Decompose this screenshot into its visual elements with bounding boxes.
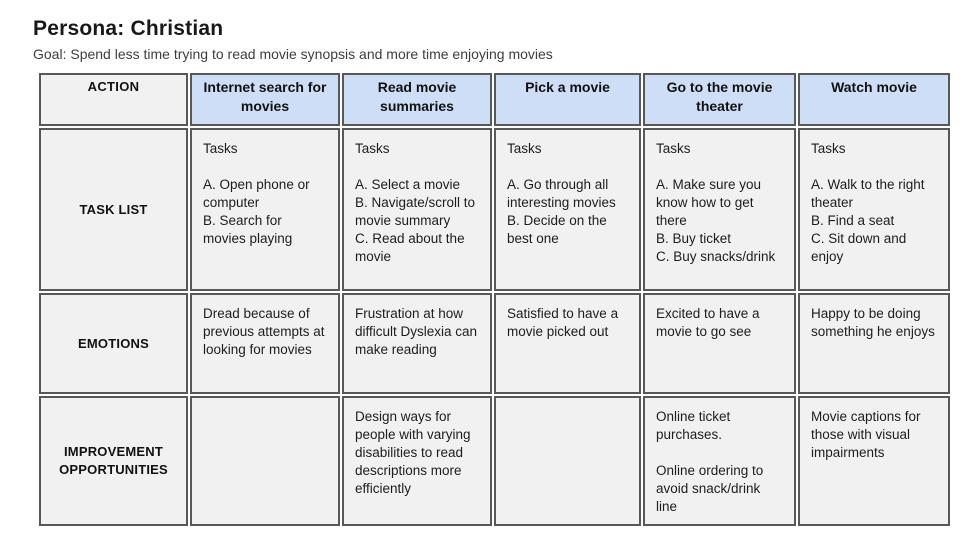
table-cell: Satisfied to have a movie picked out: [494, 293, 641, 394]
table-cell: Online ticket purchases. Online ordering…: [643, 396, 796, 526]
row-label: IMPROVEMENT OPPORTUNITIES: [39, 396, 188, 526]
column-header: Watch movie: [798, 73, 950, 126]
table-cell: [190, 396, 340, 526]
table-cell: Tasks A. Select a movie B. Navigate/scro…: [342, 128, 492, 291]
table-cell: Dread because of previous attempts at lo…: [190, 293, 340, 394]
table-cell: Frustration at how difficult Dyslexia ca…: [342, 293, 492, 394]
table-cell: Happy to be doing something he enjoys: [798, 293, 950, 394]
row-label: EMOTIONS: [39, 293, 188, 394]
column-header: Internet search for movies: [190, 73, 340, 126]
table-row: IMPROVEMENT OPPORTUNITIES Design ways for…: [39, 396, 950, 526]
table-cell: Design ways for people with varying disa…: [342, 396, 492, 526]
row-label: TASK LIST: [39, 128, 188, 291]
corner-cell-action: ACTION: [39, 73, 188, 126]
column-header: Pick a movie: [494, 73, 641, 126]
table-cell: Excited to have a movie to go see: [643, 293, 796, 394]
table-cell: Tasks A. Open phone or computer B. Searc…: [190, 128, 340, 291]
page-title: Persona: Christian: [33, 17, 224, 40]
table-cell: [494, 396, 641, 526]
column-header: Read movie summaries: [342, 73, 492, 126]
table-cell: Tasks A. Walk to the right theater B. Fi…: [798, 128, 950, 291]
table-cell: Tasks A. Go through all interesting movi…: [494, 128, 641, 291]
table-cell: Tasks A. Make sure you know how to get t…: [643, 128, 796, 291]
column-header: Go to the movie theater: [643, 73, 796, 126]
table-cell: Movie captions for those with visual imp…: [798, 396, 950, 526]
goal-subtitle: Goal: Spend less time trying to read mov…: [33, 46, 553, 62]
